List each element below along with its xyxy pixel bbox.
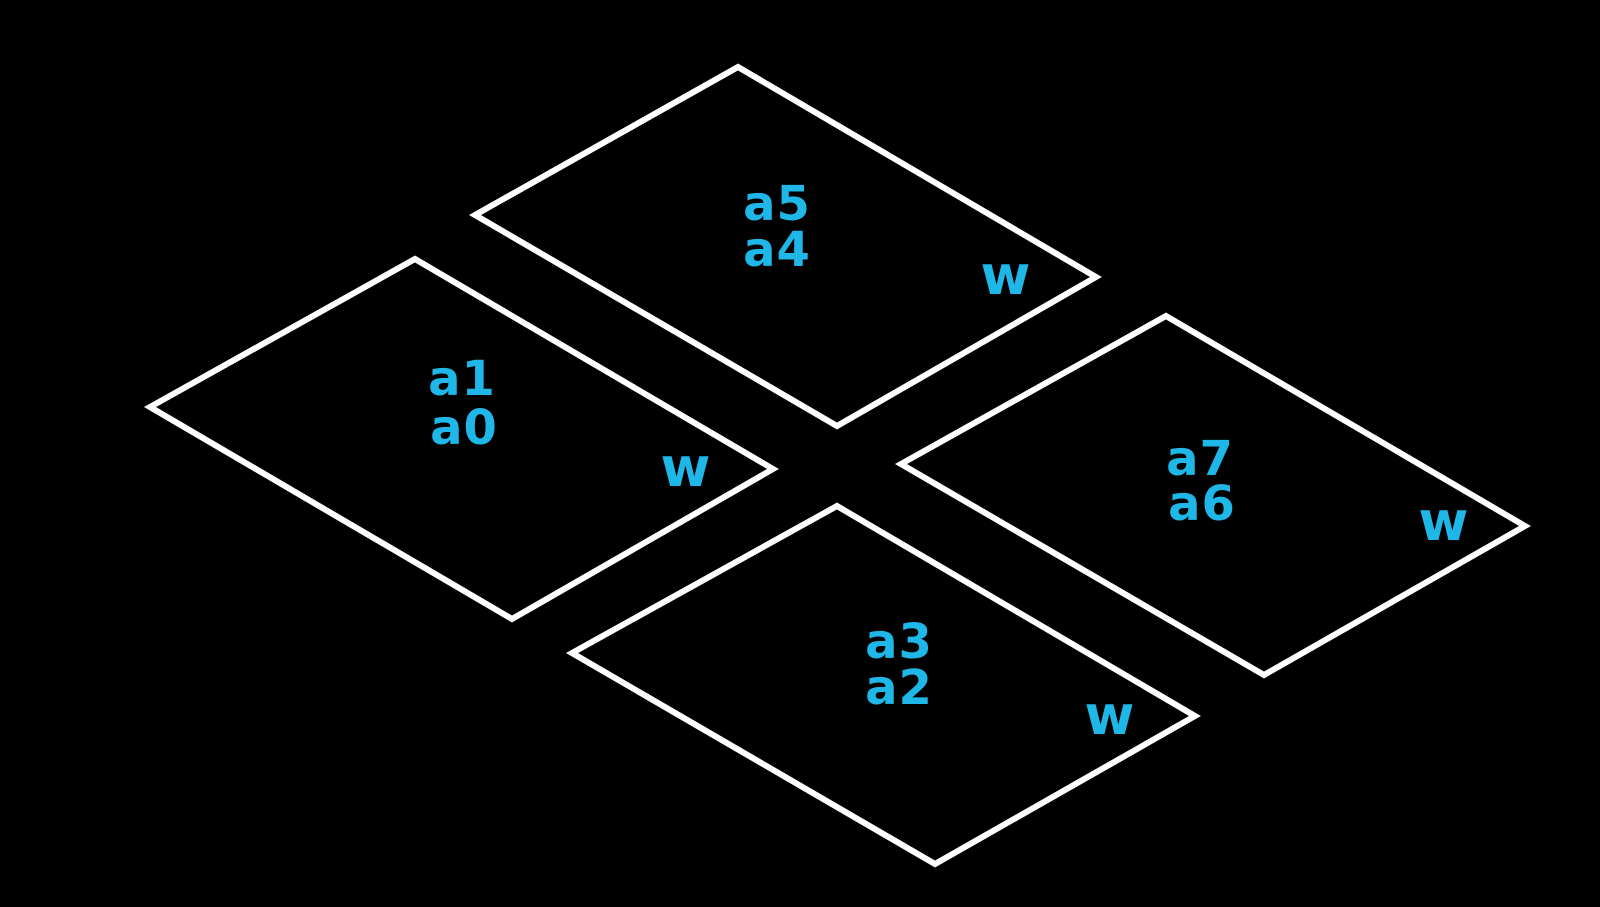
tile-a1-a0: a1 a0 w <box>143 255 779 623</box>
tile-outline <box>894 312 1531 679</box>
tile-a5-a4: a5 a4 w <box>468 63 1102 430</box>
tile-bottom-label: a2 <box>865 660 933 716</box>
tile-top-label: a7 <box>1166 431 1234 487</box>
tile-bottom-label: a4 <box>743 222 811 278</box>
tile-outline <box>565 502 1201 868</box>
tile-bottom-label: a0 <box>430 400 498 456</box>
tile-a3-a2: a3 a2 w <box>565 502 1201 868</box>
tile-outline <box>468 63 1102 430</box>
tile-top-label: a3 <box>865 614 933 670</box>
tile-corner-label: w <box>981 244 1032 307</box>
tile-corner-label: w <box>1419 490 1470 553</box>
tile-corner-label: w <box>1085 684 1136 747</box>
tile-corner-label: w <box>661 436 712 499</box>
tile-top-label: a1 <box>428 351 496 407</box>
tile-outline <box>143 255 779 623</box>
tile-a7-a6: a7 a6 w <box>894 312 1531 679</box>
tile-bottom-label: a6 <box>1168 476 1236 532</box>
tile-top-label: a5 <box>743 176 811 232</box>
